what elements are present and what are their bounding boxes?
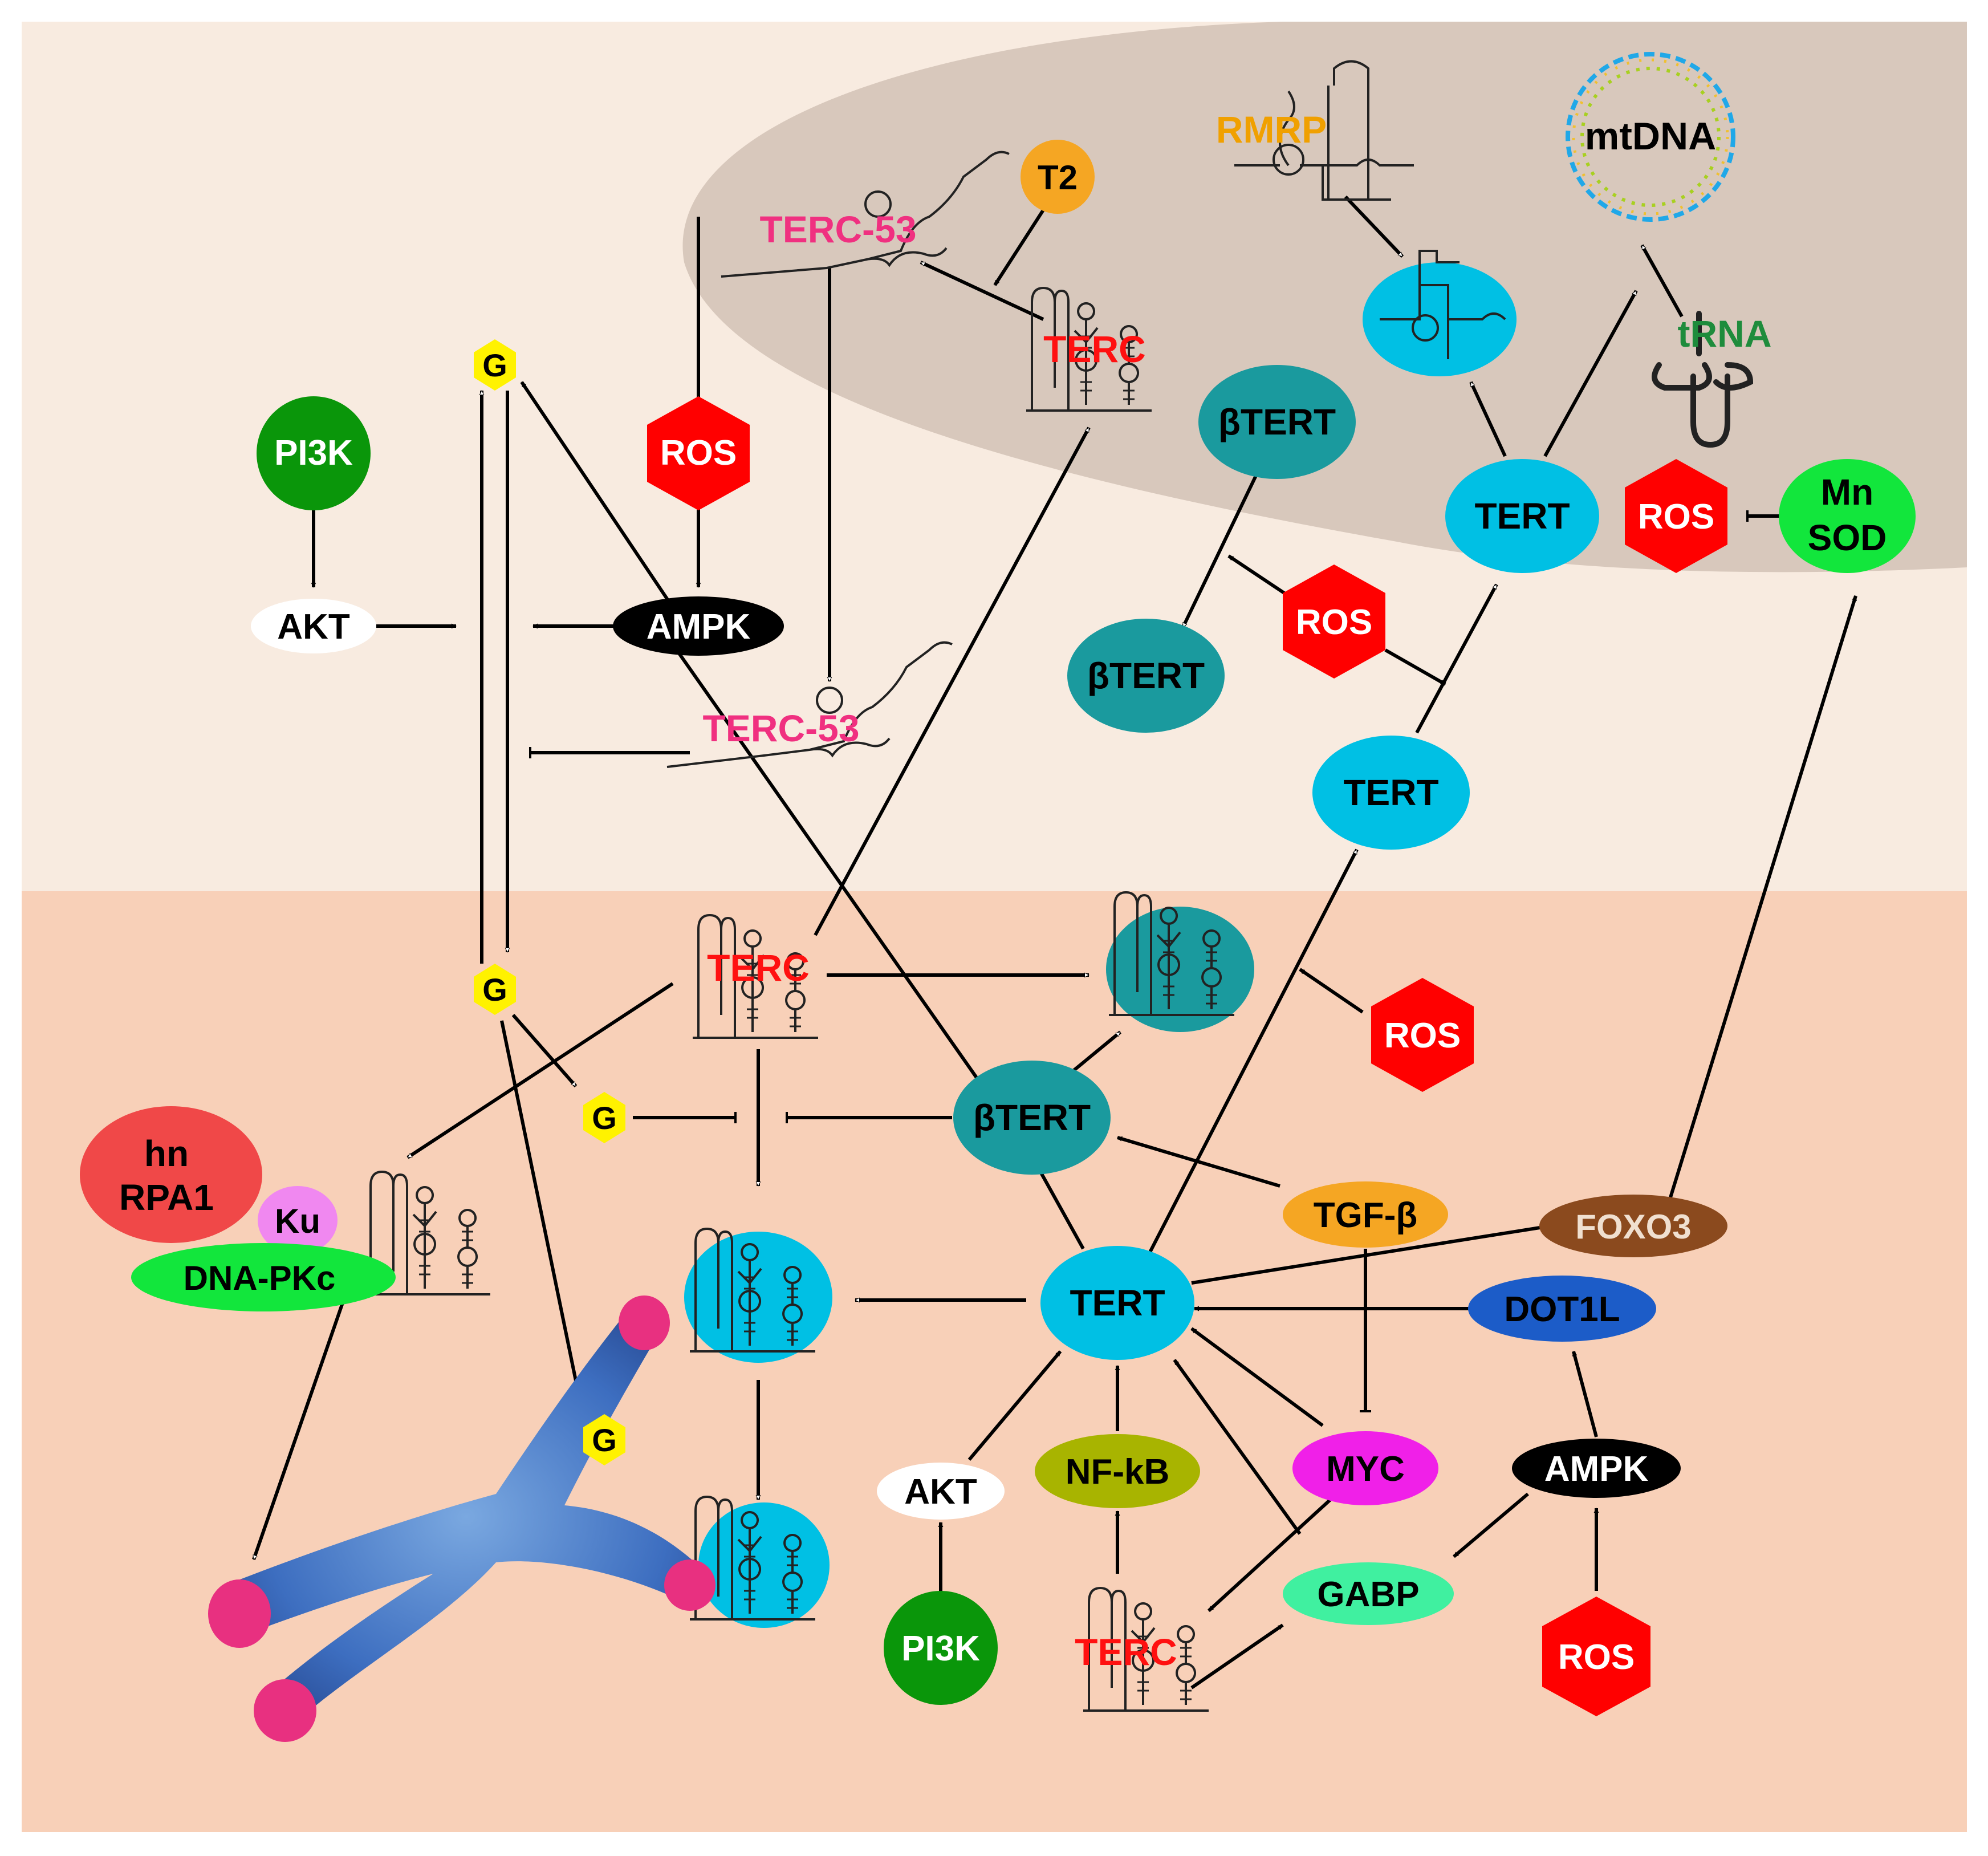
foxo3-node: FOXO3 [1539, 1195, 1727, 1257]
terc53-hairpin-mito [721, 151, 1010, 278]
dnapkc-label: DNA-PKc [184, 1259, 336, 1297]
ros-bottom-label: ROS [1558, 1638, 1635, 1677]
terc-nuc-label: TERC [707, 947, 810, 989]
g-lower-node: G [583, 1092, 625, 1143]
tert-cyto-node: TERT [1312, 736, 1470, 850]
bterc-mito-node: βTERT [1198, 365, 1356, 479]
mito-complex [1363, 262, 1517, 376]
chromosome [208, 1295, 715, 1742]
bterc-cyto-node: βTERT [1067, 619, 1225, 733]
nfkb-node: NF-kB [1035, 1434, 1200, 1508]
tgfb-node: TGF-β [1283, 1181, 1448, 1248]
ampk-nuc-label: AMPK [1544, 1449, 1649, 1489]
terc53-mito-label: TERC-53 [759, 208, 916, 250]
ros-cyto-label: ROS [1296, 603, 1372, 642]
ros-cyto-node: ROS [1283, 564, 1385, 679]
tert-mito-label: TERT [1474, 496, 1570, 537]
tert-nuc-label: TERT [1070, 1282, 1165, 1323]
rmrp-label: RMRP [1216, 108, 1327, 151]
akt-nuc-label: AKT [904, 1472, 977, 1512]
ros-top-label: ROS [660, 433, 737, 473]
gabp-node: GABP [1283, 1562, 1454, 1625]
ampk-nuc-node: AMPK [1512, 1439, 1681, 1498]
tert-mito-node: TERT [1445, 459, 1599, 573]
terc53-hairpin-cyto [666, 641, 953, 768]
ros-bottom-node: ROS [1542, 1597, 1650, 1716]
trna-structure [1652, 311, 1754, 448]
tert-cyto-label: TERT [1343, 772, 1438, 813]
t2-label: T2 [1038, 159, 1078, 197]
gabp-label: GABP [1317, 1575, 1419, 1614]
complexes [684, 250, 1517, 1628]
myc-node: MYC [1292, 1431, 1438, 1505]
akt-top-label: AKT [277, 607, 350, 647]
bterc-mito-label: βTERT [1218, 401, 1336, 442]
ku-node: Ku [258, 1186, 338, 1254]
mtdna-label: mtDNA [1585, 115, 1716, 158]
hnrpa1-node: hn RPA1 [80, 1106, 262, 1243]
terc-bottom-label: TERC [1075, 1631, 1177, 1673]
foxo3-label: FOXO3 [1575, 1208, 1691, 1246]
ampk-top-node: AMPK [613, 596, 784, 656]
pi3k-top-node: PI3K [257, 396, 371, 510]
g-lower-label: G [592, 1100, 617, 1136]
akt-nuc-node: AKT [877, 1463, 1005, 1520]
hnrpa1-label-line1: hn [144, 1133, 189, 1174]
mnsod-node: Mn SOD [1779, 459, 1916, 573]
g-chrom-node: G [583, 1414, 625, 1465]
pi3k-top-label: PI3K [274, 433, 353, 473]
ros-nuc-label: ROS [1384, 1016, 1461, 1055]
mtdna-ring [1566, 52, 1735, 222]
myc-label: MYC [1326, 1449, 1405, 1489]
ros-nuc-node: ROS [1371, 978, 1474, 1092]
ku-label: Ku [275, 1202, 320, 1240]
dnapkc-node: DNA-PKc [131, 1243, 396, 1311]
trna-label: tRNA [1678, 312, 1772, 355]
terc53-cyto-label: TERC-53 [702, 707, 859, 749]
hnrpa1-label-line2: RPA1 [119, 1177, 214, 1218]
g-mid-label: G [482, 972, 507, 1008]
akt-top-node: AKT [251, 599, 376, 653]
tgfb-label: TGF-β [1314, 1196, 1417, 1235]
bterc-cyto-label: βTERT [1087, 655, 1205, 696]
ros-mito-right-label: ROS [1638, 497, 1714, 537]
pi3k-nuc-label: PI3K [901, 1629, 980, 1668]
g-mid-node: G [474, 964, 516, 1015]
bterc-nuc-label: βTERT [973, 1097, 1091, 1138]
g-top-node: G [474, 339, 516, 391]
bterc-nuc-node: βTERT [953, 1061, 1111, 1175]
tert-nuc-node: TERT [1040, 1246, 1194, 1360]
edges [252, 195, 1857, 1690]
mnsod-label-line1: Mn [1821, 472, 1873, 513]
g-top-label: G [482, 347, 507, 383]
rmrp-structure [1234, 60, 1414, 201]
rna-structures [364, 60, 1754, 1712]
g-chrom-label: G [592, 1422, 617, 1458]
terc-mito-label: TERC [1043, 328, 1146, 370]
dot1l-label: DOT1L [1504, 1290, 1620, 1329]
mitochondrion-region [682, 22, 1967, 572]
dot1l-node: DOT1L [1468, 1276, 1656, 1342]
t2-node: T2 [1021, 140, 1095, 214]
pi3k-nuc-node: PI3K [884, 1591, 998, 1705]
nfkb-label: NF-kB [1066, 1452, 1170, 1492]
nuc-complex-top [1106, 907, 1254, 1032]
ros-mito-right-node: ROS [1625, 459, 1727, 573]
mnsod-label-line2: SOD [1808, 517, 1887, 558]
ampk-top-label: AMPK [647, 607, 751, 647]
ros-top-node: ROS [647, 396, 750, 510]
